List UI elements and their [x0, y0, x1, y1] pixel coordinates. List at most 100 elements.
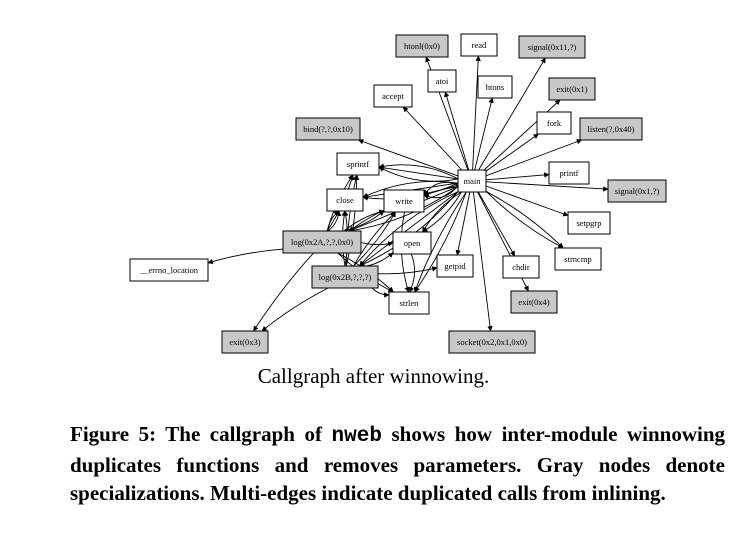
- node-listen: listen(?,0x40): [579, 117, 643, 141]
- node-atoi: atoi: [427, 69, 457, 93]
- node-label: main: [464, 176, 482, 186]
- node-box: [427, 69, 457, 93]
- node-printf: printf: [548, 161, 590, 185]
- node-box: [548, 161, 590, 185]
- edge-main-read: [472, 55, 481, 171]
- node-label: exit(0x4): [518, 297, 549, 307]
- node-box: [336, 152, 380, 176]
- node-box: [579, 117, 643, 141]
- node-accept: accept: [373, 84, 413, 108]
- edge-main-write: [423, 182, 459, 196]
- node-close: close: [326, 188, 364, 212]
- edge-main-open: [422, 191, 462, 233]
- node-box: [295, 117, 361, 141]
- figure-caption-prefix: Figure 5: The callgraph of: [70, 422, 332, 446]
- node-label: listen(?,0x40): [588, 124, 635, 134]
- node-label: exit(0x1): [556, 84, 587, 94]
- node-label: sprintf: [347, 159, 369, 169]
- node-box: [554, 247, 602, 271]
- edge-main-chdir: [477, 191, 516, 257]
- edge-log2b-open: [366, 252, 394, 267]
- edge-main-log2b: [359, 191, 459, 267]
- node-label: atoi: [436, 76, 449, 86]
- node-label: close: [336, 195, 354, 205]
- node-setpgrp: setpgrp: [567, 211, 611, 235]
- edge-main-open: [422, 191, 462, 233]
- edge-main-sprintf: [378, 165, 459, 180]
- edge-main-accept: [402, 106, 463, 171]
- edge-main-printf: [485, 172, 550, 181]
- node-box: [536, 111, 572, 135]
- node-box: [502, 255, 540, 279]
- edge-main-strlen: [413, 191, 467, 293]
- edge-main-strncmp: [485, 190, 564, 249]
- node-open: open: [392, 231, 432, 255]
- node-label: setpgrp: [576, 218, 601, 228]
- edge-log2a-exit3: [253, 252, 314, 332]
- node-errno: __errno_location: [129, 258, 209, 282]
- node-box: [311, 265, 379, 289]
- node-box: [567, 211, 611, 235]
- node-box: [510, 290, 558, 314]
- node-getpid: getpid: [436, 254, 474, 278]
- node-read: read: [460, 33, 498, 57]
- edge-main-getpid: [455, 191, 471, 256]
- edge-main-signal11: [478, 57, 546, 171]
- node-strncmp: strncmp: [554, 247, 602, 271]
- node-chdir: chdir: [502, 255, 540, 279]
- node-htons: htons: [477, 75, 513, 99]
- node-htonl: htonl(0x0): [395, 34, 449, 58]
- node-box: [448, 330, 536, 354]
- node-label: getpid: [444, 261, 466, 271]
- edge-log2a-open: [360, 241, 394, 247]
- node-label: bind(?,?,0x10): [303, 124, 353, 134]
- node-box: [395, 34, 449, 58]
- edge-log2b-strlen: [371, 287, 390, 298]
- node-signal1: signal(0x1,?): [607, 179, 667, 203]
- edge-open-strlen: [409, 253, 415, 293]
- node-label: signal(0x1,?): [615, 186, 660, 196]
- node-label: htonl(0x0): [404, 41, 440, 51]
- node-exit3: exit(0x3): [221, 330, 269, 354]
- node-box: [607, 179, 667, 203]
- node-log2a: log(0x2A,?,?,0x0): [282, 230, 362, 254]
- node-box: [548, 77, 596, 101]
- node-strlen: strlen: [388, 291, 430, 315]
- edge-main-strncmp: [485, 190, 564, 249]
- node-label: fork: [547, 118, 562, 128]
- callgraph-nodes: htonl(0x0) read signal(0x11,?) atoi htons acc…: [129, 33, 667, 354]
- edge-log2b-sprintf: [345, 174, 360, 267]
- node-label: chdir: [512, 262, 530, 272]
- node-label: write: [395, 196, 413, 206]
- node-label: htons: [486, 82, 504, 92]
- edge-main-setpgrp: [485, 185, 569, 217]
- edge-main-socket: [472, 191, 493, 332]
- edge-main-atoi: [444, 91, 470, 171]
- edge-log2a-close: [327, 210, 342, 232]
- node-label: socket(0x2,0x1,0x0): [457, 337, 527, 347]
- edge-main-exit4: [477, 191, 529, 292]
- edge-main-htons: [474, 97, 494, 171]
- edge-main-bind: [357, 139, 459, 177]
- subcaption: Callgraph after winnowing.: [257, 364, 490, 388]
- edge-main-htonl: [425, 56, 469, 171]
- node-main: main: [457, 169, 487, 193]
- figure-caption-suffix: shows how inter-module winnowing duplica…: [70, 422, 725, 505]
- node-box: [326, 188, 364, 212]
- node-label: log(0x2B,?,?,?): [319, 272, 372, 282]
- edge-main-log2a: [348, 186, 459, 233]
- node-box: [477, 75, 513, 99]
- node-label: log(0x2A,?,?,0x0): [291, 237, 353, 247]
- node-bind: bind(?,?,0x10): [295, 117, 361, 141]
- edge-log2b-getpid: [377, 266, 438, 275]
- node-signal11: signal(0x11,?): [518, 35, 586, 59]
- edge-main-close: [362, 181, 459, 198]
- node-fork: fork: [536, 111, 572, 135]
- node-label: __errno_location: [139, 265, 199, 275]
- node-label: read: [472, 40, 487, 50]
- edge-main-signal1: [485, 181, 609, 192]
- edge-main-sprintf: [378, 166, 459, 182]
- edge-main-fork: [485, 133, 539, 172]
- node-box: [282, 230, 362, 254]
- node-socket: socket(0x2,0x1,0x0): [448, 330, 536, 354]
